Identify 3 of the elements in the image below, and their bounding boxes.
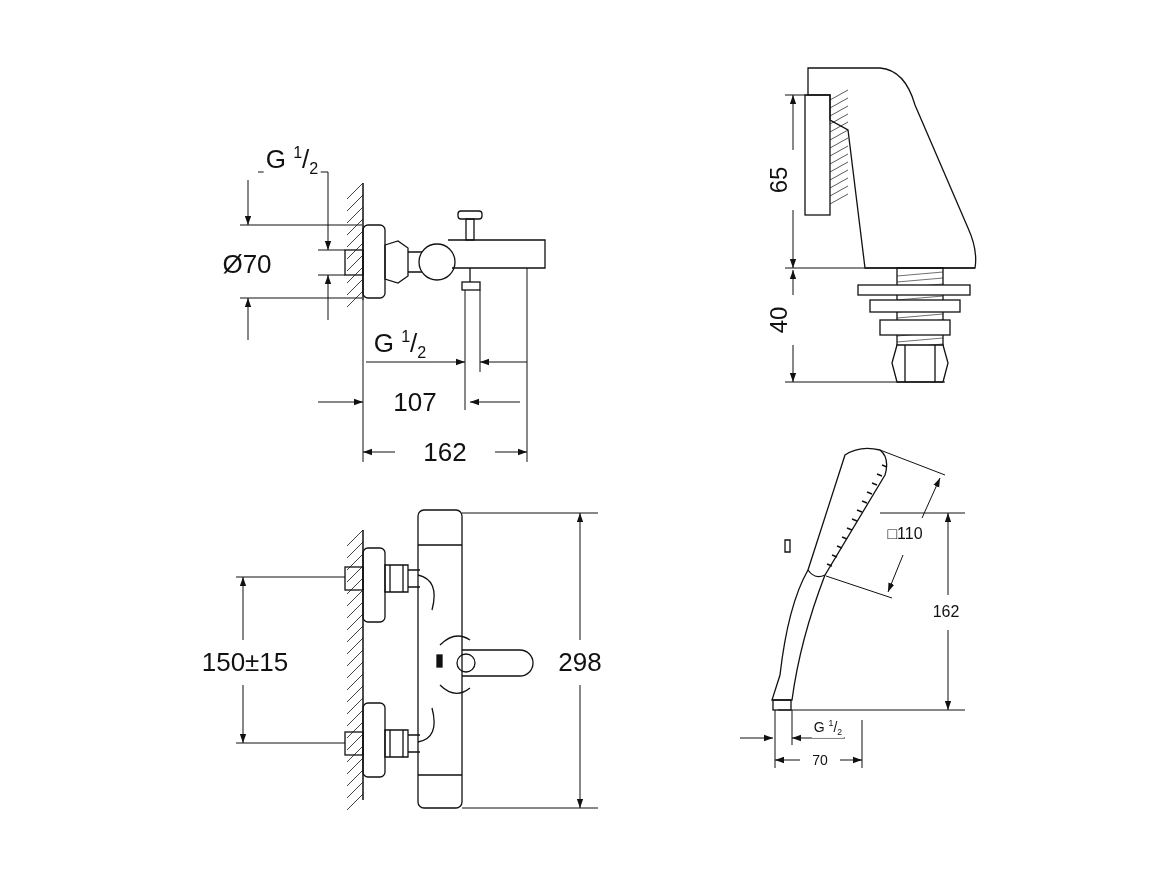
dimension-label: G $^{1}$/$_{2}$ xyxy=(811,717,845,739)
dimension-label: G $^{1}$/$_{2}$ xyxy=(263,143,321,177)
dimension-label: 70 xyxy=(810,752,830,768)
